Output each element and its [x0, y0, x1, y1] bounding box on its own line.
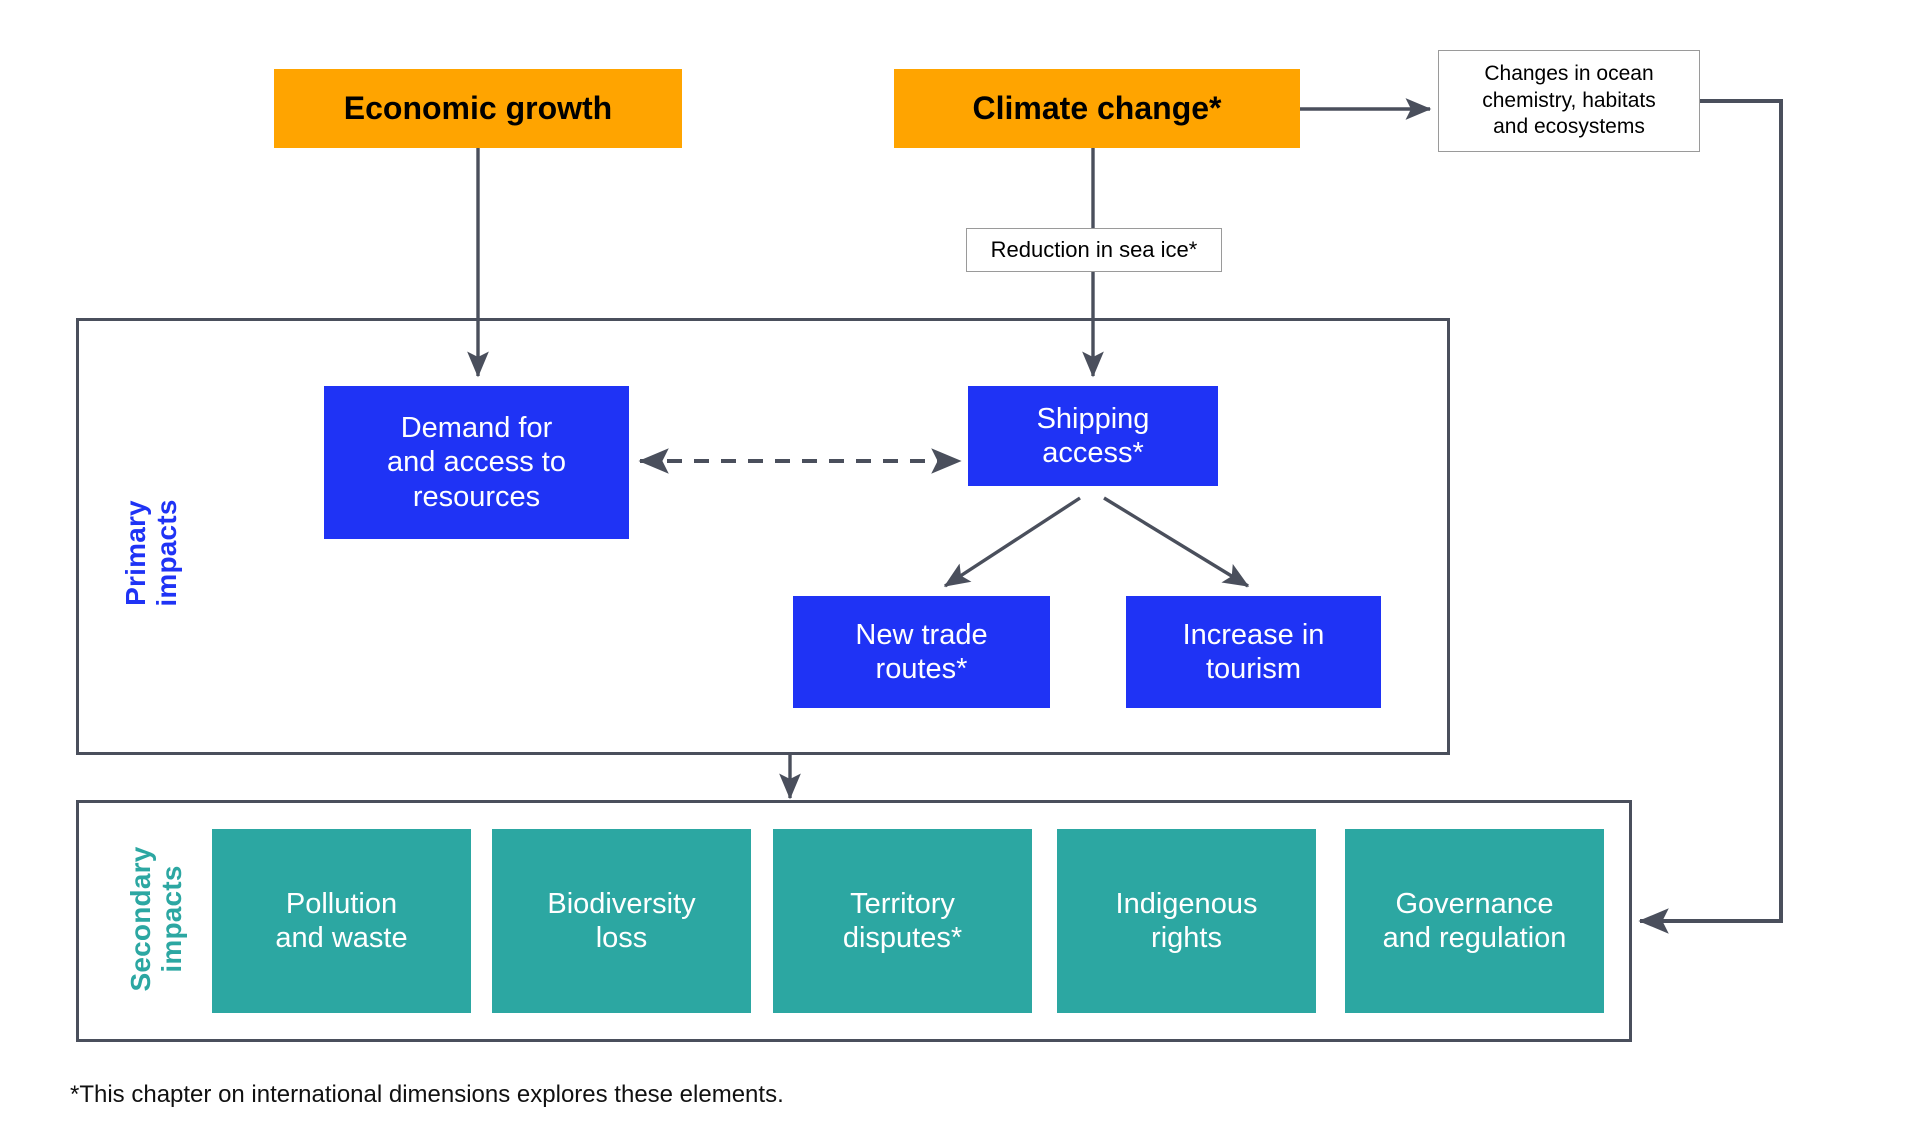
node-biodiversity-loss[interactable]: Biodiversity loss: [492, 829, 751, 1013]
footnote-text: *This chapter on international dimension…: [70, 1081, 784, 1108]
secondary-impacts-frame: [76, 800, 1632, 1042]
node-ocean-changes-label: Changes in ocean chemistry, habitats and…: [1482, 61, 1656, 139]
edge-ocean-changes-elbow-to-secondary: [1638, 99, 1783, 934]
node-demand-for-and-access-to-resources[interactable]: Demand for and access to resources: [324, 386, 629, 539]
secondary-impacts-label: Secondary impacts: [125, 846, 188, 992]
node-pollution-and-waste[interactable]: Pollution and waste: [212, 829, 471, 1013]
node-reduction-in-sea-ice[interactable]: Reduction in sea ice*: [966, 228, 1222, 272]
primary-impacts-frame: [76, 318, 1450, 755]
node-pollution-and-waste-label: Pollution and waste: [275, 887, 408, 954]
node-shipping-access-label: Shipping access*: [1036, 402, 1150, 469]
node-indigenous-rights[interactable]: Indigenous rights: [1057, 829, 1316, 1013]
node-ocean-changes[interactable]: Changes in ocean chemistry, habitats and…: [1438, 50, 1700, 152]
node-climate-change[interactable]: Climate change*: [894, 69, 1300, 148]
node-economic-growth[interactable]: Economic growth: [274, 69, 682, 148]
node-increase-in-tourism-label: Increase in tourism: [1182, 618, 1325, 685]
node-indigenous-rights-label: Indigenous rights: [1115, 887, 1258, 954]
node-climate-change-label: Climate change*: [972, 89, 1222, 126]
node-governance-and-regulation-label: Governance and regulation: [1382, 887, 1567, 954]
node-new-trade-routes[interactable]: New trade routes*: [793, 596, 1050, 708]
node-governance-and-regulation[interactable]: Governance and regulation: [1345, 829, 1604, 1013]
node-economic-growth-label: Economic growth: [343, 89, 613, 126]
node-increase-in-tourism[interactable]: Increase in tourism: [1126, 596, 1381, 708]
node-territory-disputes-label: Territory disputes*: [842, 887, 963, 954]
primary-impacts-label: Primary impacts: [120, 499, 183, 607]
node-demand-resources-label: Demand for and access to resources: [387, 412, 566, 513]
node-biodiversity-loss-label: Biodiversity loss: [547, 887, 696, 954]
node-shipping-access[interactable]: Shipping access*: [968, 386, 1218, 486]
node-new-trade-routes-label: New trade routes*: [855, 618, 988, 685]
node-territory-disputes[interactable]: Territory disputes*: [773, 829, 1032, 1013]
node-reduction-in-sea-ice-label: Reduction in sea ice*: [990, 237, 1198, 263]
